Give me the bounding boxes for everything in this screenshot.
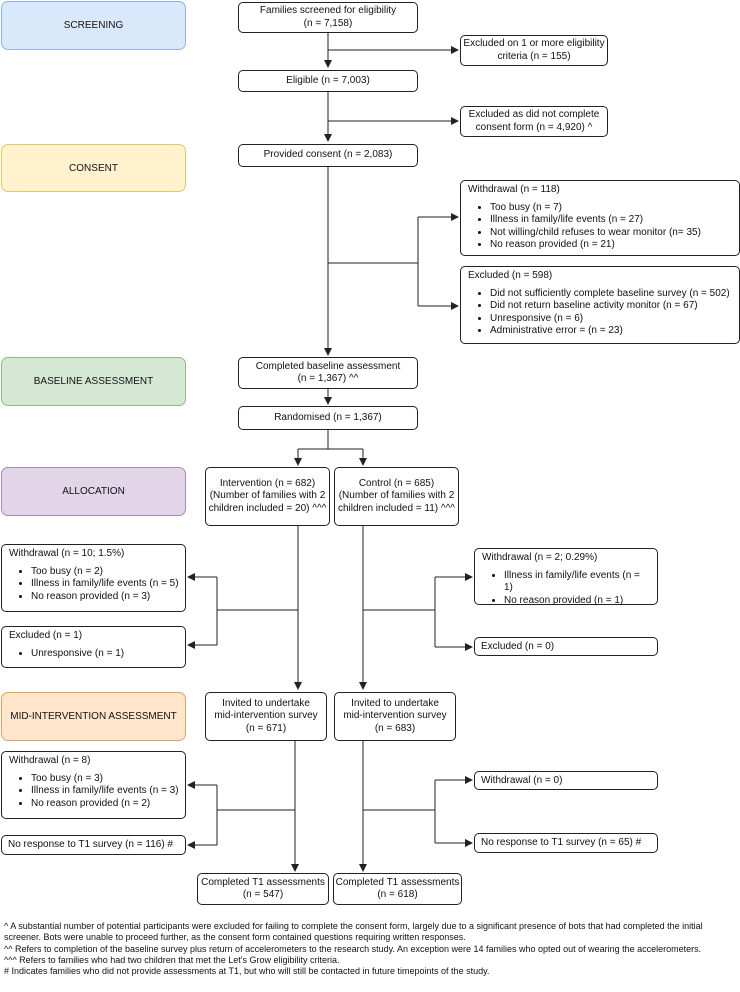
no-response-int-text: No response to T1 survey (n = 116) # (8, 839, 173, 850)
excluded-consent-line-2: consent form (n = 4,920) ^ (475, 121, 593, 133)
intervention-line-1: Intervention (n = 682) (219, 477, 316, 489)
excluded-consent-list-box: Excluded (n = 598) Did not sufficiently … (460, 266, 740, 344)
invited-ctrl-line-1: Invited to undertake (351, 697, 439, 709)
excluded-int-list: Unresponsive (n = 1) (9, 648, 179, 661)
baseline-completed-line-1: Completed baseline assessment (255, 360, 401, 372)
no-response-ctrl-text: No response to T1 survey (n = 65) # (481, 837, 642, 848)
eligible-text: Eligible (n = 7,003) (286, 74, 370, 86)
control-box: Control (n = 685) (Number of families wi… (334, 467, 459, 526)
stage-allocation: ALLOCATION (1, 467, 186, 516)
control-line-2: (Number of families with 2 (338, 490, 455, 502)
provided-consent-box: Provided consent (n = 2,083) (238, 144, 418, 167)
completed-int-line-1: Completed T1 assessments (201, 876, 325, 888)
baseline-completed-box: Completed baseline assessment (n = 1,367… (238, 357, 418, 389)
baseline-completed-line-2: (n = 1,367) ^^ (297, 373, 359, 384)
excluded-criteria-line-1: Excluded on 1 or more eligibility (463, 38, 605, 49)
list-item: Did not sufficiently complete baseline s… (490, 288, 733, 301)
withdrawal-intervention-mid-box: Withdrawal (n = 8) Too busy (n = 3) Illn… (1, 751, 186, 819)
completed-int-line-2: (n = 547) (242, 889, 284, 900)
list-item: Too busy (n = 2) (31, 566, 179, 579)
withdrawal-intervention-box: Withdrawal (n = 10; 1.5%) Too busy (n = … (1, 544, 186, 612)
withdrawal-control-mid-box: Withdrawal (n = 0) (474, 771, 658, 790)
list-item: Illness in family/life events (n = 1) (504, 570, 651, 595)
invited-ctrl-line-3: (n = 683) (374, 722, 416, 734)
list-item: Did not return baseline activity monitor… (490, 300, 733, 313)
excluded-control-box: Excluded (n = 0) (474, 637, 658, 656)
list-item: Not willing/child refuses to wear monito… (490, 227, 733, 240)
withdrawal-ctrl-title: Withdrawal (n = 2; 0.29%) (482, 552, 598, 563)
provided-consent-text: Provided consent (n = 2,083) (263, 149, 393, 161)
list-item: Illness in family/life events (n = 27) (490, 214, 733, 227)
footnote: # Indicates families who did not provide… (4, 966, 490, 977)
excluded-criteria-box: Excluded on 1 or more eligibility criter… (460, 35, 608, 66)
excluded-consent-line-1: Excluded as did not complete (468, 109, 600, 120)
list-item: Illness in family/life events (n = 5) (31, 578, 179, 591)
footnotes: ^ A substantial number of potential part… (4, 921, 736, 977)
intervention-line-2: (Number of families with 2 (209, 490, 326, 502)
no-response-control-box: No response to T1 survey (n = 65) # (474, 833, 658, 853)
stage-consent: CONSENT (1, 144, 186, 192)
invited-ctrl-line-2: mid-intervention survey (343, 710, 447, 722)
stage-baseline: BASELINE ASSESSMENT (1, 357, 186, 406)
list-item: Unresponsive (n = 1) (31, 648, 179, 661)
excluded-1-list: Did not sufficiently complete baseline s… (468, 288, 733, 338)
screened-line-2: (n = 7,158) (303, 17, 353, 29)
excluded-1-title: Excluded (n = 598) (468, 270, 553, 281)
list-item: No reason provided (n = 21) (490, 239, 733, 252)
stage-baseline-label: BASELINE ASSESSMENT (33, 376, 154, 387)
list-item: No reason provided (n = 1) (504, 595, 651, 608)
stage-allocation-label: ALLOCATION (62, 486, 125, 497)
excluded-consent-box: Excluded as did not complete consent for… (460, 106, 608, 137)
withdrawal-int-list: Too busy (n = 2) Illness in family/life … (9, 566, 179, 604)
list-item: Too busy (n = 7) (490, 202, 733, 215)
stage-mid-intervention: MID-INTERVENTION ASSESSMENT (1, 692, 186, 741)
list-item: No reason provided (n = 3) (31, 591, 179, 604)
completed-intervention-box: Completed T1 assessments (n = 547) (197, 873, 329, 905)
completed-control-box: Completed T1 assessments (n = 618) (333, 873, 462, 905)
footnote: ^^^ Refers to families who had two child… (4, 954, 340, 965)
invited-intervention-box: Invited to undertake mid-intervention su… (205, 692, 327, 741)
stage-consent-label: CONSENT (69, 162, 118, 174)
stage-screening: SCREENING (1, 1, 186, 50)
withdrawal-int-title: Withdrawal (n = 10; 1.5%) (9, 548, 125, 559)
completed-ctrl-line-2: (n = 618) (377, 889, 418, 900)
withdrawal-consent-box: Withdrawal (n = 118) Too busy (n = 7) Il… (460, 180, 740, 256)
invited-int-line-2: mid-intervention survey (214, 710, 318, 722)
excluded-ctrl-text: Excluded (n = 0) (481, 641, 555, 652)
withdrawal-control-box: Withdrawal (n = 2; 0.29%) Illness in fam… (474, 548, 658, 608)
excluded-criteria-line-2: criteria (n = 155) (497, 50, 571, 62)
withdrawal-ctrl-list: Illness in family/life events (n = 1) No… (482, 570, 651, 608)
excluded-intervention-box: Excluded (n = 1) Unresponsive (n = 1) (1, 626, 186, 668)
footnote: ^ A substantial number of potential part… (4, 921, 703, 943)
stage-screening-label: SCREENING (63, 20, 124, 31)
withdrawal-int2-list: Too busy (n = 3) Illness in family/life … (9, 773, 179, 811)
completed-ctrl-line-1: Completed T1 assessments (335, 876, 460, 888)
no-response-intervention-box: No response to T1 survey (n = 116) # (1, 835, 186, 855)
invited-control-box: Invited to undertake mid-intervention su… (334, 692, 456, 741)
withdrawal-consent-list: Too busy (n = 7) Illness in family/life … (468, 202, 733, 252)
stage-mid-label: MID-INTERVENTION ASSESSMENT (10, 711, 177, 722)
intervention-box: Intervention (n = 682) (Number of famili… (205, 467, 330, 526)
control-line-3: children included = 11) ^^^ (337, 502, 455, 514)
list-item: Illness in family/life events (n = 3) (31, 785, 179, 798)
screened-line-1: Families screened for eligibility (259, 5, 397, 16)
eligible-box: Eligible (n = 7,003) (238, 70, 418, 92)
control-line-1: Control (n = 685) (358, 477, 435, 489)
intervention-line-3: children included = 20) ^^^ (208, 502, 327, 514)
randomised-text: Randomised (n = 1,367) (274, 411, 382, 423)
list-item: Administrative error = (n = 23) (490, 325, 733, 338)
list-item: No reason provided (n = 2) (31, 798, 179, 811)
footnote: ^^ Refers to completion of the baseline … (4, 943, 702, 954)
withdrawal-ctrl2-text: Withdrawal (n = 0) (481, 775, 563, 786)
invited-int-line-1: Invited to undertake (222, 697, 310, 709)
invited-int-line-3: (n = 671) (245, 722, 287, 734)
list-item: Too busy (n = 3) (31, 773, 179, 786)
excluded-int-title: Excluded (n = 1) (9, 630, 83, 641)
withdrawal-int2-title: Withdrawal (n = 8) (9, 755, 91, 766)
list-item: Unresponsive (n = 6) (490, 313, 733, 326)
randomised-box: Randomised (n = 1,367) (238, 406, 418, 430)
screened-box: Families screened for eligibility (n = 7… (238, 2, 418, 33)
withdrawal-consent-title: Withdrawal (n = 118) (468, 184, 560, 195)
